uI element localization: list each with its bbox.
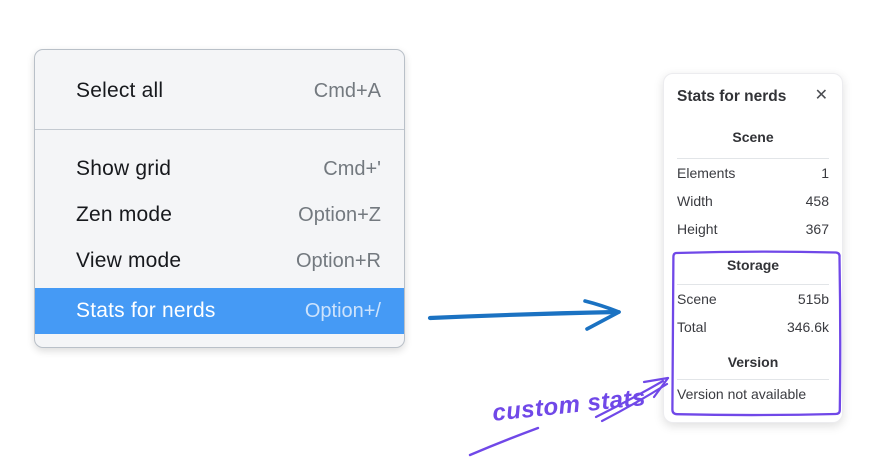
stat-value: 367 [805, 221, 829, 237]
menu-item-show-grid[interactable]: Show grid Cmd+' [35, 146, 404, 192]
menu-item-shortcut: Option+/ [304, 299, 381, 322]
stat-row-width: Width 458 [664, 187, 842, 215]
menu-item-label: Show grid [76, 157, 172, 180]
menu-item-shortcut: Cmd+A [313, 79, 381, 102]
stat-row-total-storage: Total 346.6k [664, 313, 842, 341]
stat-row-height: Height 367 [664, 215, 842, 243]
menu-item-label: Select all [76, 79, 164, 102]
stat-row-elements: Elements 1 [664, 159, 842, 187]
stats-panel-header: Stats for nerds ✕ [664, 74, 842, 106]
stat-label: Elements [677, 165, 736, 181]
context-menu: Select all Cmd+A Show grid Cmd+' Zen mod… [34, 49, 405, 348]
stat-value: 515b [797, 291, 829, 307]
menu-item-select-all[interactable]: Select all Cmd+A [35, 68, 404, 114]
version-note: Version not available [677, 385, 807, 402]
menu-item-label: Stats for nerds [76, 299, 216, 322]
stat-label: Scene [677, 291, 717, 307]
section-heading-version: Version [727, 354, 779, 370]
close-icon: ✕ [814, 87, 828, 104]
menu-item-view-mode[interactable]: View mode Option+R [35, 238, 404, 284]
stat-value: 458 [805, 193, 829, 209]
stat-value: 1 [821, 165, 829, 181]
menu-item-shortcut: Cmd+' [323, 157, 381, 180]
stat-row-scene-storage: Scene 515b [664, 285, 842, 313]
menu-item-label: View mode [76, 249, 182, 272]
custom-stats-label: custom stats [491, 383, 648, 427]
stats-panel-title: Stats for nerds [677, 88, 787, 105]
close-button[interactable]: ✕ [813, 87, 830, 104]
stat-value: 346.6k [786, 319, 829, 335]
blue-arrow [427, 299, 621, 331]
stat-label: Height [677, 221, 718, 237]
stat-label: Total [677, 319, 707, 335]
section-divider [677, 158, 829, 159]
stat-label: Width [677, 193, 713, 209]
menu-item-label: Zen mode [76, 203, 173, 226]
menu-item-shortcut: Option+Z [298, 203, 381, 226]
stats-panel: Stats for nerds ✕ Scene Elements 1 Width… [663, 73, 843, 423]
menu-divider [35, 129, 404, 130]
menu-item-zen-mode[interactable]: Zen mode Option+Z [35, 192, 404, 238]
menu-item-shortcut: Option+R [295, 249, 381, 272]
menu-item-stats-for-nerds[interactable]: Stats for nerds Option+/ [35, 288, 404, 334]
custom-stats-arrow [468, 376, 670, 457]
section-heading-storage: Storage [726, 257, 780, 273]
section-heading-scene: Scene [732, 129, 774, 145]
